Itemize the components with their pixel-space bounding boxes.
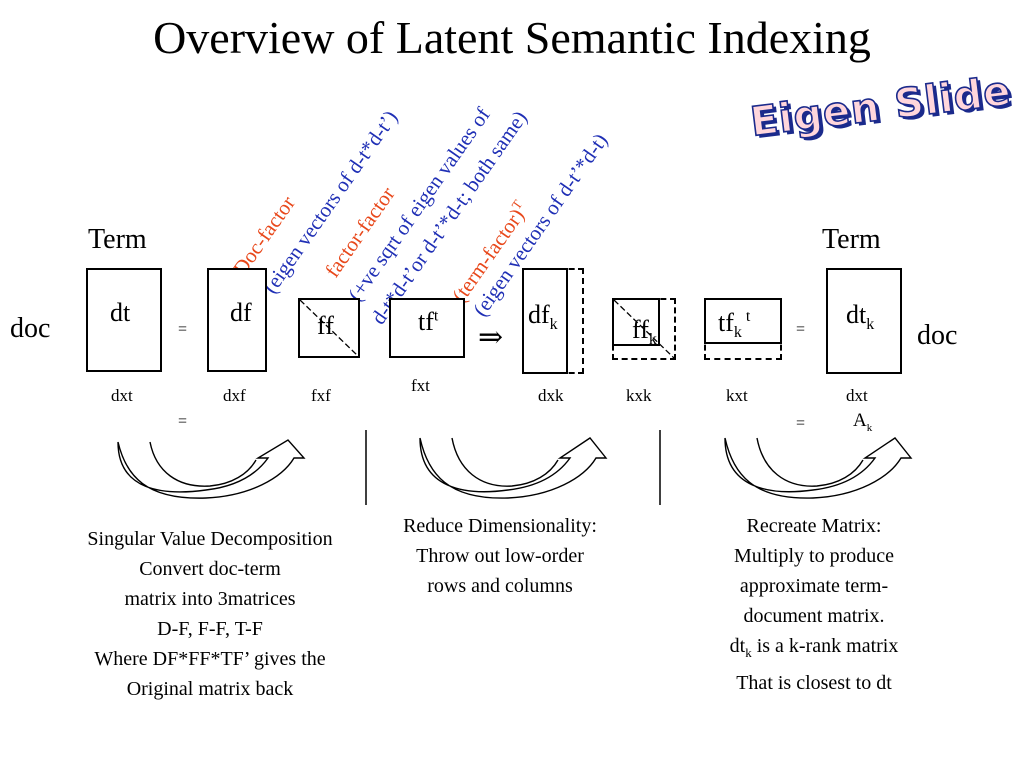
dt-matrix-label: dt (110, 298, 131, 327)
dtk-matrix-label: dtk (846, 300, 875, 334)
equals-sign-4: = (796, 415, 806, 432)
curved-arrow-icon (724, 437, 913, 499)
reduce-caption: Reduce Dimensionality: Throw out low-ord… (403, 515, 597, 597)
dim-dxf: dxf (223, 386, 246, 405)
dim-fxf: fxf (311, 386, 331, 405)
dfk-matrix-label: dfk (528, 300, 558, 334)
equals-sign-3: = (796, 321, 806, 338)
tfk-matrix-label: tfkt (718, 308, 751, 342)
tf-matrix (389, 298, 465, 358)
recreate-caption: Recreate Matrix: Multiply to produce app… (729, 515, 899, 694)
df-matrix (207, 268, 267, 372)
equals-sign-1: = (178, 321, 188, 338)
curved-arrow-icon (419, 437, 608, 499)
slide-title: Overview of Latent Semantic Indexing (153, 12, 871, 63)
curved-arrow-icon (117, 439, 306, 499)
dim-dxt-result: dxt (846, 386, 868, 405)
ff-matrix-label: ff (317, 311, 334, 340)
dfk-matrix (522, 268, 568, 374)
doc-label-left: doc (10, 313, 51, 344)
dtk-matrix (826, 268, 902, 374)
dim-kxt: kxt (726, 386, 748, 405)
dim-kxk: kxk (626, 386, 652, 405)
doc-label-right: doc (917, 320, 958, 351)
dim-dxt: dxt (111, 386, 133, 405)
df-matrix-label: df (230, 298, 252, 327)
ak-label: Ak (853, 410, 873, 434)
dim-dxk: dxk (538, 386, 564, 405)
tf-matrix-label: tft (418, 307, 439, 336)
tfk-matrix (704, 298, 782, 344)
term-label-right: Term (822, 224, 881, 255)
dt-matrix (86, 268, 162, 372)
implies-arrow-icon: ⇒ (478, 321, 504, 354)
term-label-left: Term (88, 224, 147, 255)
dim-fxt: fxt (411, 376, 430, 395)
svd-caption: Singular Value Decomposition Convert doc… (87, 528, 333, 700)
equals-sign-2: = (178, 413, 188, 430)
